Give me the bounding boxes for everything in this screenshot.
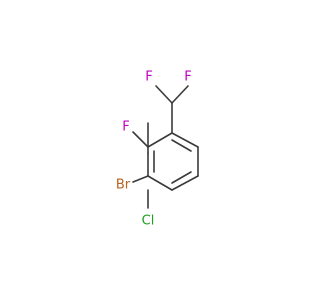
molecule-structure-diagram: F F F Br Cl [116, 70, 199, 229]
bond-group [132, 85, 199, 209]
bond-ring-br [132, 175, 149, 183]
atom-label-f1: F [145, 70, 152, 85]
atom-labels: F F F Br Cl [116, 70, 192, 229]
bond-double-inner-2 [171, 171, 192, 184]
bond-double-inner-1 [171, 139, 192, 152]
bond-c6-c1 [171, 132, 199, 148]
bond-c-f-right [171, 85, 189, 104]
bond-c-f-left [155, 85, 173, 104]
bond-c1-c7 [147, 132, 173, 148]
atom-label-cl: Cl [142, 214, 155, 229]
bond-c4-c5 [171, 175, 199, 191]
atom-label-f2: F [184, 70, 191, 85]
bond-c3-c4 [147, 175, 173, 191]
atom-label-br: Br [116, 178, 131, 193]
bond-ring-f [132, 131, 149, 148]
atom-label-f3: F [122, 120, 129, 135]
